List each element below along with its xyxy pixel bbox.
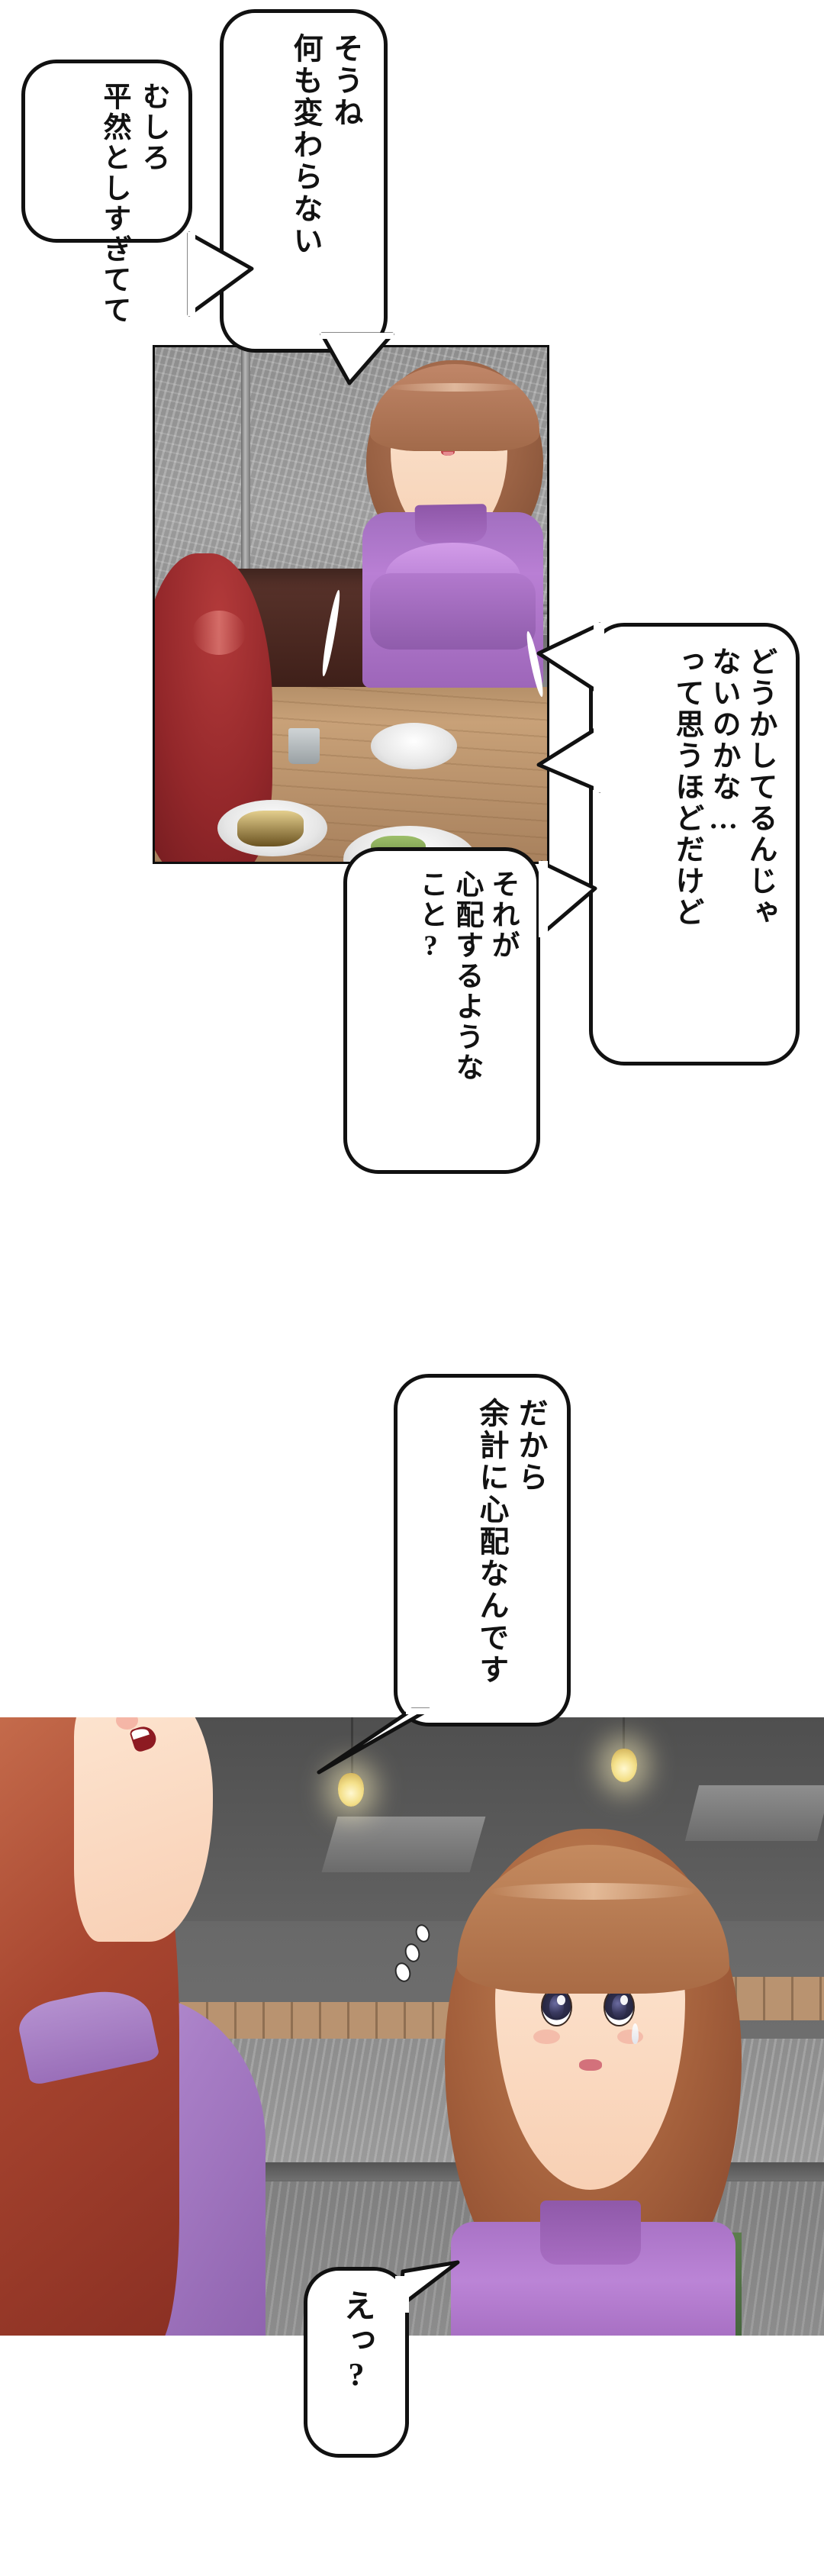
white-plate — [370, 723, 457, 769]
bubble-column: こと? — [415, 869, 446, 964]
bubble-column: だから — [514, 1398, 547, 1494]
blush-left — [533, 2029, 560, 2045]
bubble-tail-doukashiteru — [534, 620, 604, 795]
bubble-column: ないのかな… — [707, 646, 739, 837]
bubble-column: 余計に心配なんです — [475, 1398, 508, 1686]
grey-cup — [288, 727, 320, 764]
bangs — [456, 1844, 730, 1994]
brown-haired-woman — [445, 1828, 742, 2336]
mouth — [440, 448, 455, 456]
panel-restaurant-booth — [153, 345, 549, 864]
collar — [539, 2200, 641, 2265]
bubble-tail-sou-ne — [319, 332, 410, 386]
speech-bubble-eh[interactable]: えっ? — [304, 2267, 409, 2458]
bubble-tail-mushiro — [187, 229, 256, 321]
face-profile — [74, 1717, 213, 1942]
purple-sweater-woman — [359, 353, 547, 733]
bubble-column: むしろ — [137, 82, 169, 173]
bubble-column: えっ? — [339, 2289, 374, 2395]
bubble-tail-dakara — [314, 1707, 436, 1777]
red-haired-woman — [0, 1717, 305, 2336]
sweat-drop — [632, 2023, 639, 2045]
blush-right — [616, 2029, 644, 2045]
bubble-column: どうかしてるんじゃ — [744, 646, 776, 928]
bubble-column: それが — [487, 869, 518, 961]
bubble-column: 心配するような — [451, 869, 482, 1083]
eye-left — [541, 1988, 573, 2026]
window-frame-vertical — [241, 347, 251, 636]
bubble-column: 何も変わらない — [289, 33, 322, 257]
lamp-cord-2 — [623, 1717, 626, 1755]
speech-bubble-mushiro[interactable]: むしろ 平然としすぎてて — [21, 60, 192, 326]
crossed-arms — [370, 573, 536, 650]
bubble-column: そうね — [330, 33, 362, 129]
bubble-tail-sorega — [539, 858, 600, 942]
gutter-lower — [0, 2336, 824, 2576]
blush — [115, 1717, 138, 1730]
speech-bubble-dakara-yokei[interactable]: だから 余計に心配なんです — [394, 1374, 571, 1726]
speech-bubble-sou-ne[interactable]: そうね 何も変わらない — [220, 9, 388, 353]
hanging-lamp-2 — [611, 1748, 638, 1782]
speech-bubble-doukashiteru[interactable]: どうかしてるんじゃ ないのかな… って思うほどだけど — [589, 623, 800, 1066]
turtleneck-collar — [414, 504, 488, 543]
mouth — [578, 2059, 602, 2071]
food-items — [237, 810, 304, 846]
open-mouth — [129, 1723, 159, 1754]
bubble-column: 平然としすぎてて — [98, 82, 130, 326]
hanging-lamp-1 — [337, 1772, 364, 1807]
bubble-column: って思うほどだけど — [671, 646, 703, 928]
bubble-tail-eh — [395, 2260, 464, 2314]
panel-closeup-confrontation — [0, 1717, 824, 2336]
eye-right — [604, 1988, 636, 2026]
speech-bubble-sorega-shinpai[interactable]: それが 心配するような こと? — [343, 847, 540, 1174]
